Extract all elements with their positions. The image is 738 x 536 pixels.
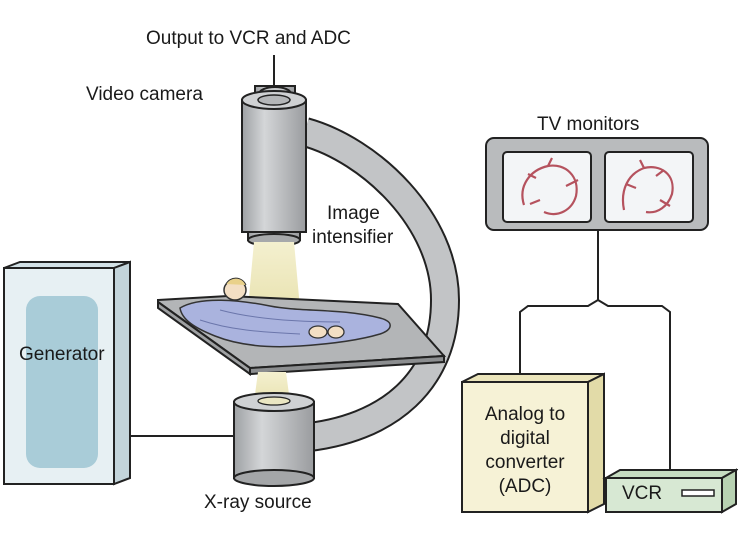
image-intensifier-label-1: Image xyxy=(327,203,380,224)
generator-label: Generator xyxy=(19,344,105,365)
adc-label-1: Analog to xyxy=(484,404,566,425)
xray-source-label: X-ray source xyxy=(204,492,312,513)
monitor-cables xyxy=(519,230,671,470)
video-camera xyxy=(241,85,307,233)
generator xyxy=(3,260,131,486)
video-camera-label: Video camera xyxy=(86,84,203,105)
tv-monitors xyxy=(485,137,709,231)
vcr-device xyxy=(602,468,738,514)
patient xyxy=(179,277,391,348)
adc-label-2: digital xyxy=(500,428,550,449)
xray-source-device xyxy=(233,392,315,487)
vcr-slot xyxy=(681,489,715,497)
vessel-image-left xyxy=(521,157,579,216)
vessel-image-right xyxy=(621,159,674,214)
output-label: Output to VCR and ADC xyxy=(146,28,351,49)
adc-label-3: converter xyxy=(485,452,565,473)
xray-beam-upper xyxy=(248,242,300,308)
tv-monitors-label: TV monitors xyxy=(537,114,640,135)
adc-label-4: (ADC) xyxy=(498,476,552,497)
adc-box xyxy=(461,372,605,514)
c-arm xyxy=(298,117,461,453)
vcr-label: VCR xyxy=(622,483,663,504)
image-intensifier-label-2: intensifier xyxy=(312,227,394,248)
